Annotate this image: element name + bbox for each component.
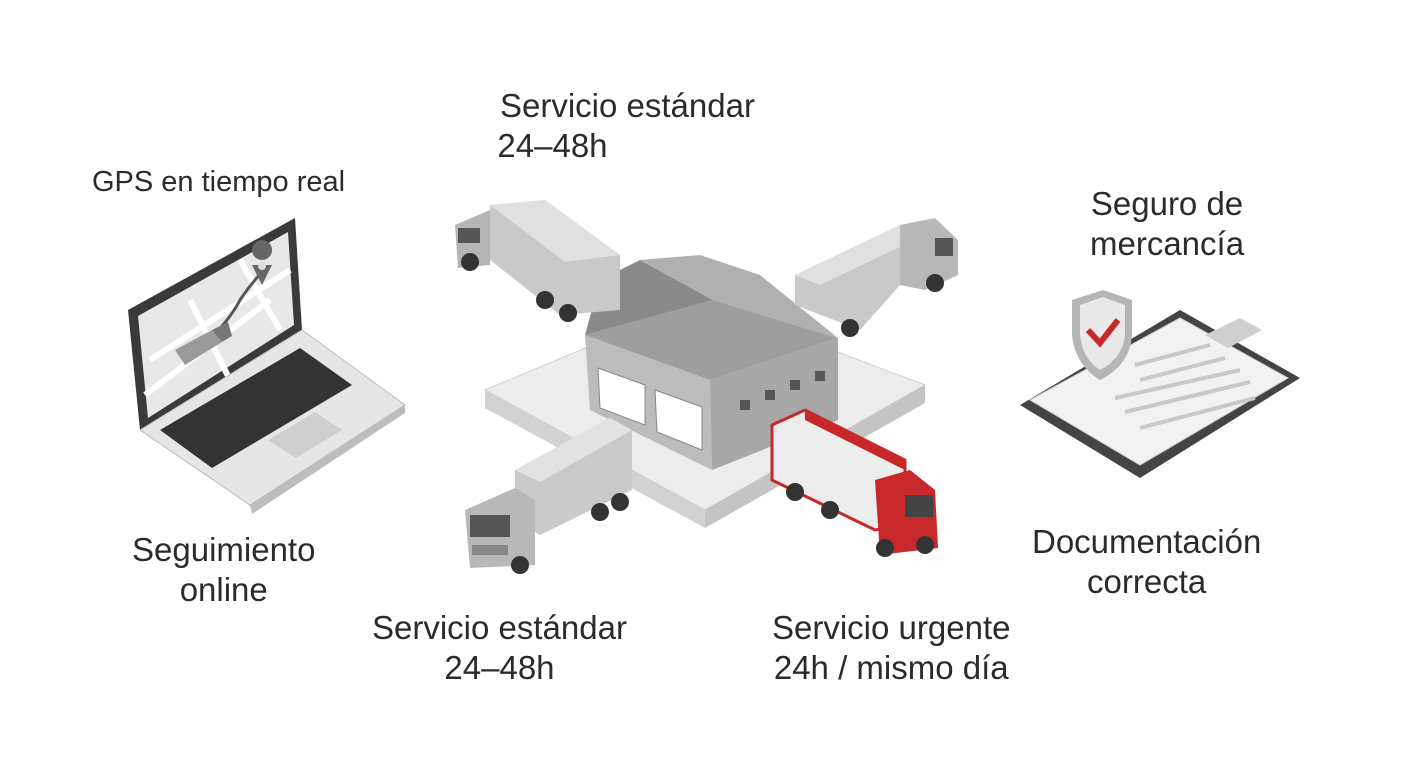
label-gps: GPS en tiempo real bbox=[92, 166, 346, 198]
map-truck-icon bbox=[175, 322, 232, 365]
truck-bottom-left bbox=[465, 418, 632, 574]
label-line: Seguimiento bbox=[132, 531, 316, 568]
truck-urgent-red bbox=[770, 408, 938, 557]
label-line: Documentación bbox=[1032, 523, 1262, 560]
laptop-illustration bbox=[128, 218, 406, 514]
touchpad bbox=[268, 412, 342, 458]
shield-check-icon bbox=[1072, 290, 1132, 380]
truck-top-left bbox=[455, 200, 620, 322]
label-line: 24h / mismo día bbox=[773, 649, 1009, 686]
clipboard-document-illustration bbox=[1020, 310, 1300, 478]
label-documentation: Documentación correcta bbox=[1032, 522, 1261, 602]
label-insurance: Seguro de mercancía bbox=[1090, 184, 1244, 264]
label-line: mercancía bbox=[1090, 225, 1245, 262]
label-line: 24–48h bbox=[497, 127, 608, 164]
label-standard-top: Servicio estándar 24–48h bbox=[497, 86, 755, 166]
label-line: Servicio estándar bbox=[372, 609, 627, 646]
truck-top-right bbox=[795, 218, 958, 337]
label-standard-bottom: Servicio estándar 24–48h bbox=[372, 608, 627, 688]
label-line: Servicio estándar bbox=[500, 87, 755, 124]
label-line: 24–48h bbox=[444, 649, 555, 686]
label-line: Servicio urgente bbox=[772, 609, 1011, 646]
label-line: Seguro de bbox=[1090, 185, 1244, 222]
label-line: correcta bbox=[1087, 563, 1207, 600]
label-tracking: Seguimiento online bbox=[132, 530, 315, 610]
label-urgent: Servicio urgente 24h / mismo día bbox=[772, 608, 1010, 688]
map-pin-icon bbox=[252, 240, 273, 285]
label-line: online bbox=[179, 571, 268, 608]
keyboard bbox=[160, 348, 352, 468]
